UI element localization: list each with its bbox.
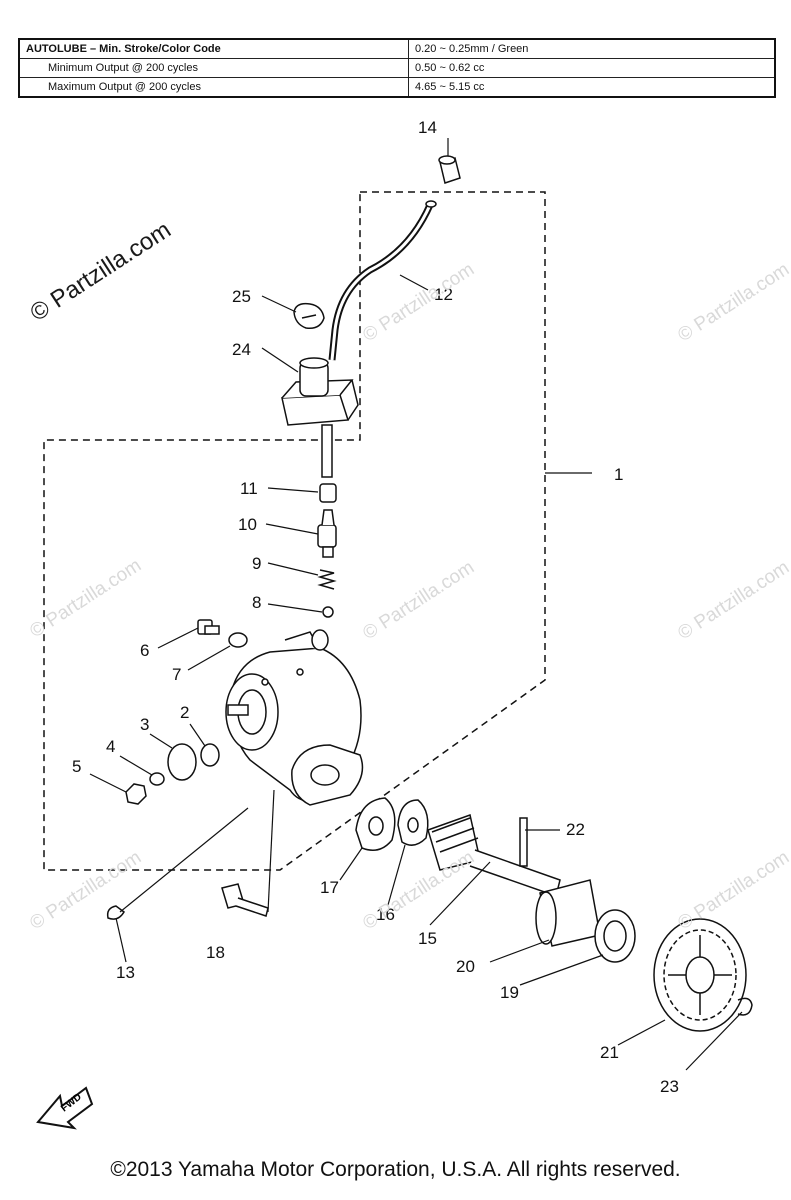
part-3-plate — [167, 743, 197, 781]
part-8-ball — [322, 606, 334, 618]
callout-16: 16 — [376, 905, 395, 924]
callout-19: 19 — [500, 983, 519, 1002]
callout-3: 3 — [140, 715, 149, 734]
callout-6: 6 — [140, 641, 149, 660]
part-17-gasket — [355, 797, 396, 851]
part-22-pin — [519, 817, 528, 867]
part-7-washer — [228, 632, 248, 648]
part-13-clip — [106, 905, 125, 920]
part-10-plunger — [317, 509, 337, 558]
callout-25: 25 — [232, 287, 251, 306]
callout-23: 23 — [660, 1077, 679, 1096]
part-24-guide — [281, 357, 359, 478]
callout-14: 14 — [418, 118, 437, 137]
assembly-boundary — [43, 191, 546, 871]
callout-15: 15 — [418, 929, 437, 948]
spec-value: 4.65 ~ 5.15 cc — [408, 77, 776, 98]
pump-body — [225, 629, 364, 806]
part-19-bearing — [594, 909, 636, 963]
callout-5: 5 — [72, 757, 81, 776]
callout-8: 8 — [252, 593, 261, 612]
spec-value: 0.50 ~ 0.62 cc — [408, 58, 776, 78]
callout-7: 7 — [172, 665, 181, 684]
callout-24: 24 — [232, 340, 251, 359]
part-21-gear — [653, 918, 747, 1032]
callout-11: 11 — [240, 479, 258, 498]
part-23-clip — [737, 997, 753, 1016]
part-2-washer — [200, 743, 220, 767]
spec-value: 0.20 ~ 0.25mm / Green — [408, 38, 776, 59]
part-14-cap — [438, 155, 461, 184]
spec-label: Maximum Output @ 200 cycles — [18, 77, 409, 98]
callout-4: 4 — [106, 737, 115, 756]
callout-17: 17 — [320, 878, 339, 897]
part-6-bolt — [197, 619, 220, 635]
callout-18: 18 — [206, 943, 225, 962]
part-25-clip — [293, 302, 325, 330]
spec-row: AUTOLUBE – Min. Stroke/Color Code 0.20 ~… — [18, 38, 776, 59]
part-4-washer — [149, 772, 165, 786]
callout-1: 1 — [614, 465, 623, 484]
copyright-footer: ©2013 Yamaha Motor Corporation, U.S.A. A… — [110, 1158, 681, 1181]
spec-row: Maximum Output @ 200 cycles 4.65 ~ 5.15 … — [18, 77, 776, 98]
callout-labels: 14 12 25 24 1 11 10 9 8 6 7 2 3 4 5 17 1… — [72, 118, 679, 1096]
callout-22: 22 — [566, 820, 585, 839]
part-9-spring — [317, 569, 337, 590]
part-18-bolt — [221, 883, 269, 917]
callout-13: 13 — [116, 963, 135, 982]
part-11-collar — [319, 483, 337, 503]
part-5-nut — [125, 783, 147, 805]
part-16-gasket — [397, 799, 429, 846]
leader-lines — [89, 138, 743, 1071]
callout-10: 10 — [238, 515, 257, 534]
part-15-shaft — [427, 814, 561, 897]
fwd-arrow-icon — [36, 1086, 94, 1130]
part-20-sleeve — [535, 879, 601, 947]
callout-12: 12 — [434, 285, 453, 304]
spec-label: Minimum Output @ 200 cycles — [18, 58, 409, 78]
callout-9: 9 — [252, 554, 261, 573]
spec-row: Minimum Output @ 200 cycles 0.50 ~ 0.62 … — [18, 58, 776, 78]
spec-table: AUTOLUBE – Min. Stroke/Color Code 0.20 ~… — [18, 38, 776, 98]
callout-20: 20 — [456, 957, 475, 976]
callout-2: 2 — [180, 703, 189, 722]
callout-21: 21 — [600, 1043, 619, 1062]
